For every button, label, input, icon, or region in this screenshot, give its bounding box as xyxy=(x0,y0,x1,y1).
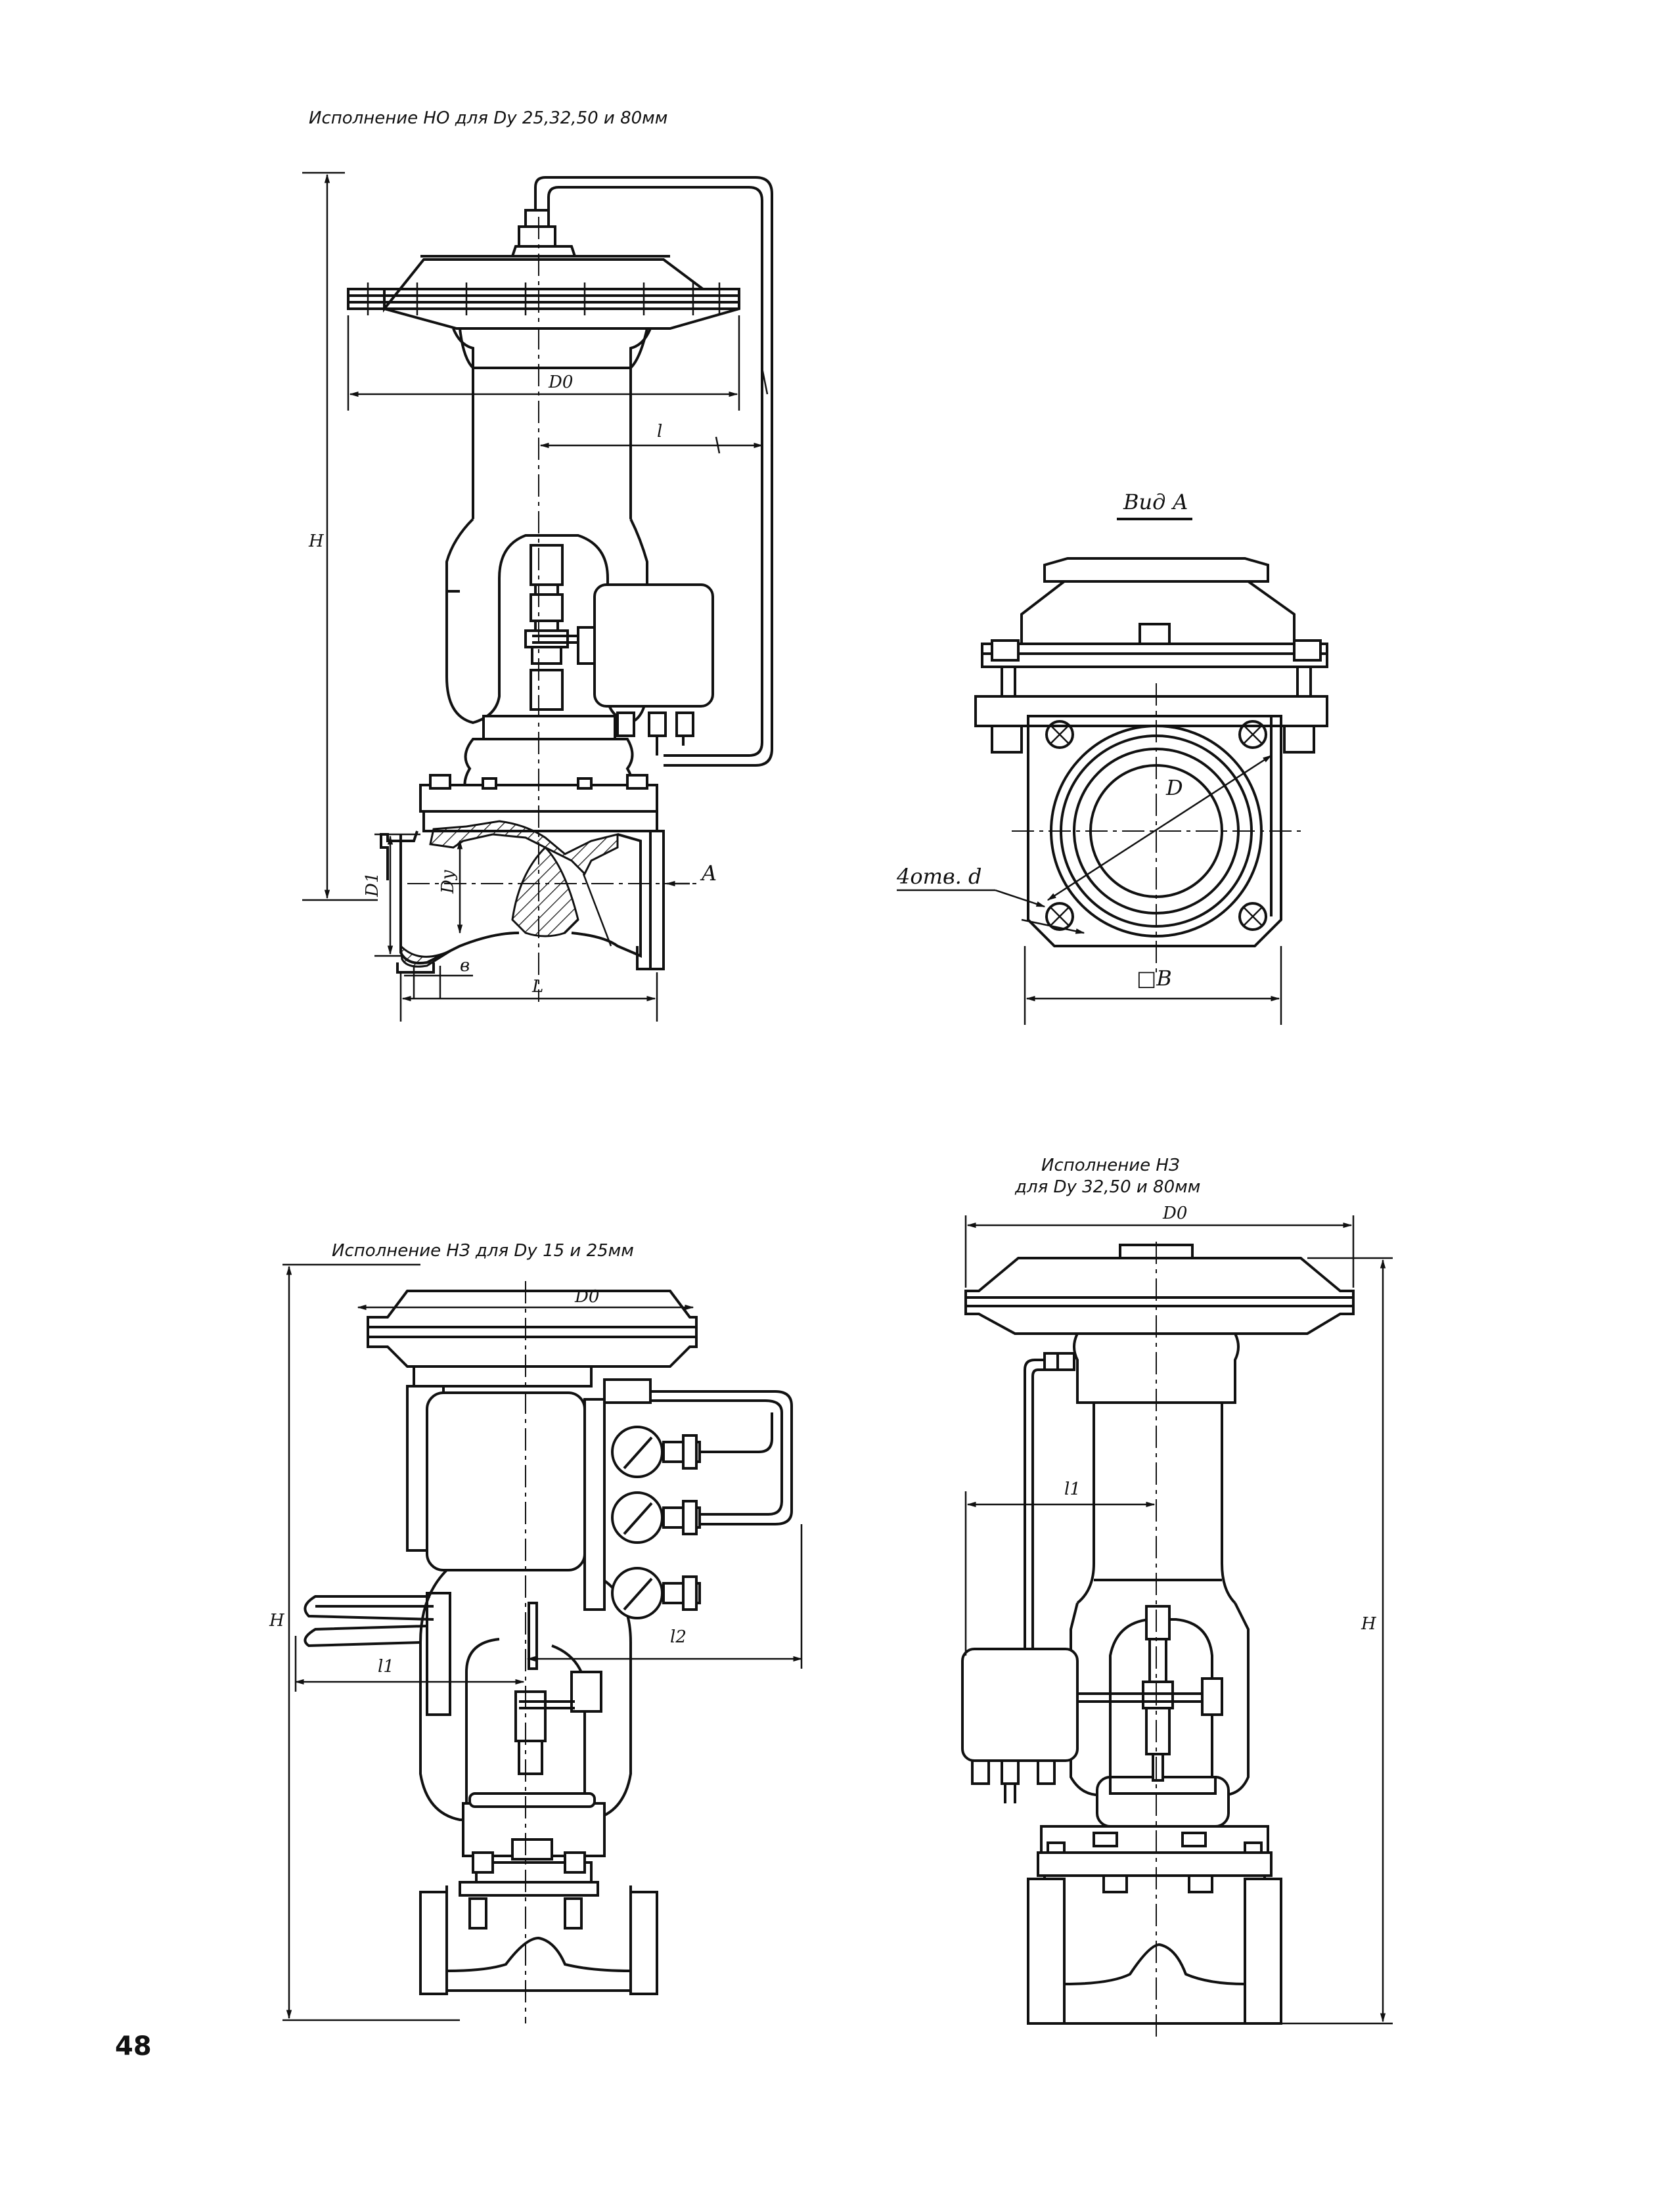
figure-normally-open: Исполнение НО для Dy 25,32,50 и 80мм xyxy=(302,108,773,1022)
figure-normally-closed-large: Исполнение НЗ для Dy 32,50 и 80мм xyxy=(961,1156,1393,2037)
label-H-nz-small: H xyxy=(269,1611,285,1631)
label-b-no: в xyxy=(460,956,470,976)
figure-title-nz-small: Исполнение НЗ для Dy 15 и 25мм xyxy=(332,1241,634,1261)
dimensions-no: H D0 l D1 Dy A в L xyxy=(302,171,769,1022)
figure-title-nz-large-2: для Dy 32,50 и 80мм xyxy=(1014,1177,1200,1197)
label-D1-no: D1 xyxy=(363,872,382,897)
label-D0-nz-small: D0 xyxy=(574,1287,599,1307)
label-L-no: L xyxy=(531,977,543,997)
diaphragm-actuator xyxy=(347,176,773,767)
label-D0-nz-large: D0 xyxy=(1162,1204,1187,1223)
label-B-view-a: □B xyxy=(1137,966,1172,991)
label-D0-no: D0 xyxy=(548,372,573,392)
figure-title-nz-large-1: Исполнение НЗ xyxy=(1041,1156,1180,1175)
positioner-box xyxy=(593,583,714,756)
figure-title-no: Исполнение НО для Dy 25,32,50 и 80мм xyxy=(309,108,667,128)
label-D-view-a: D xyxy=(1165,775,1183,800)
label-l2-nz-small: l2 xyxy=(670,1627,687,1647)
label-holes: 4отв. d xyxy=(896,864,981,889)
label-A-view-arrow: A xyxy=(700,861,717,886)
view-a-title: Вид А xyxy=(1123,489,1188,514)
pressure-gauges xyxy=(583,1378,793,1619)
figure-view-a: Вид А D 4отв. d xyxy=(896,489,1328,1025)
label-Dy-no: Dy xyxy=(438,870,458,894)
stem-assembly xyxy=(524,544,599,711)
label-l-no: l xyxy=(657,422,662,441)
label-H-nz-large: H xyxy=(1361,1614,1377,1634)
valve-body-section xyxy=(380,774,665,974)
bolt-holes xyxy=(1045,720,1267,931)
label-l1-nz-small: l1 xyxy=(378,1657,394,1677)
page-number: 48 xyxy=(115,2031,152,2062)
label-H-no: H xyxy=(308,531,325,551)
label-l1-nz-large: l1 xyxy=(1064,1479,1081,1499)
figure-normally-closed-small: Исполнение НЗ для Dy 15 и 25мм xyxy=(269,1241,803,2023)
